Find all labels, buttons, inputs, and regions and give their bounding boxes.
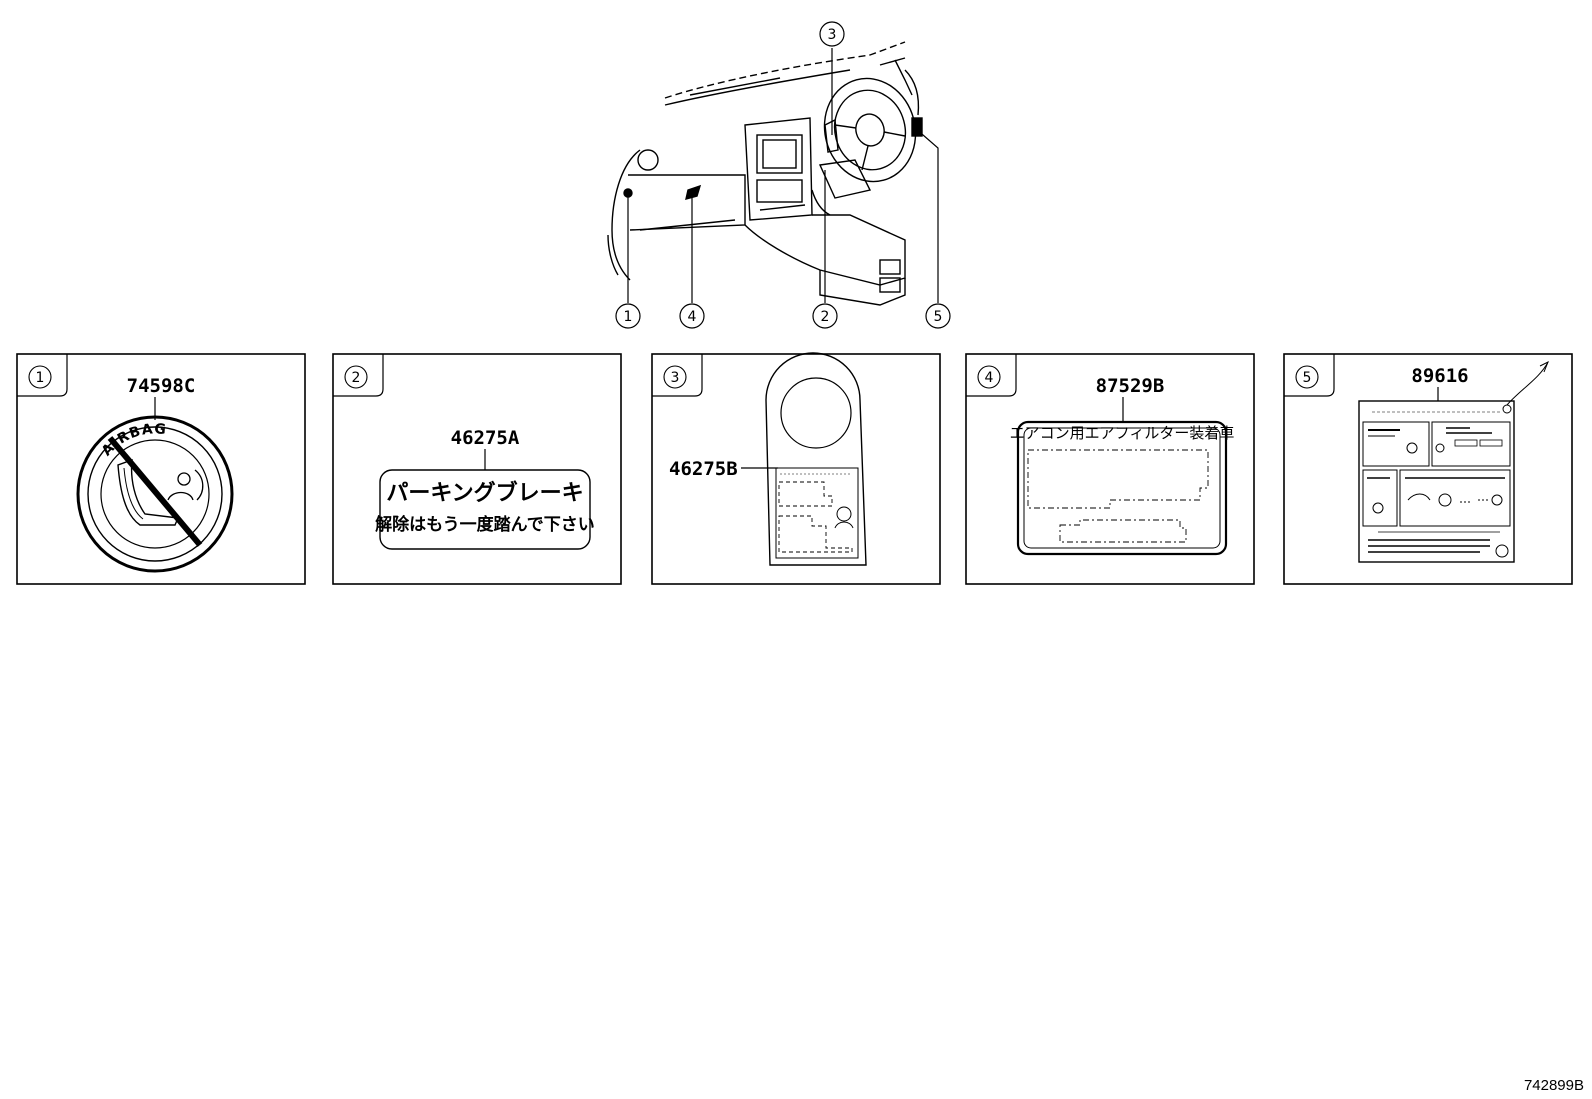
parking-brake-line1: パーキングブレーキ (386, 480, 583, 506)
overview-callout-5: 5 (925, 303, 951, 329)
dashboard-overview-illustration (607, 41, 923, 306)
air-filter-label-text: エアコン用エアフィルター装着車 (1010, 424, 1235, 442)
hang-tag-graphic (765, 352, 867, 566)
overview-callout-4: 4 (679, 303, 705, 329)
panel-3-hang-tag-label: 3 46275B (651, 352, 941, 585)
instruction-sticker-graphic (1358, 360, 1549, 563)
overview-callout-2: 2 (812, 303, 838, 329)
airbag-sticker-graphic (76, 415, 234, 573)
air-filter-sticker-graphic (1016, 420, 1228, 556)
panel-2-parking-brake-label: 2 46275A パーキングブレーキ 解除はもう一度踏んで下さい (332, 353, 622, 585)
diagram-id: 742899B (1524, 1077, 1584, 1094)
parking-brake-sticker (379, 469, 591, 550)
svg-text:1: 1 (624, 309, 633, 325)
svg-text:2: 2 (821, 309, 830, 325)
parking-brake-line2: 解除はもう一度踏んで下さい (375, 514, 595, 535)
overview-callout-1: 1 (615, 303, 641, 329)
panel-3-part-number: 46275B (669, 458, 738, 480)
panel-1-airbag-label: 1 74598C AIRBAG (16, 353, 306, 585)
overview-leader-lines (627, 48, 939, 303)
overview-callout-3: 3 (819, 21, 845, 47)
panel-3-index: 3 (671, 370, 680, 386)
panel-2-part-number: 46275A (451, 427, 520, 449)
panel-5-part-number: 89616 (1411, 365, 1468, 387)
panel-2-index: 2 (352, 370, 361, 386)
svg-text:4: 4 (688, 309, 697, 325)
panel-4-index: 4 (985, 370, 994, 386)
panel-5-index: 5 (1303, 370, 1312, 386)
svg-text:3: 3 (828, 27, 837, 43)
panel-4-air-filter-label: 4 87529B エアコン用エアフィルター装着車 (965, 353, 1255, 585)
panel-5-instruction-label: 5 89616 (1283, 353, 1573, 585)
panel-1-index: 1 (36, 370, 45, 386)
panel-4-part-number: 87529B (1096, 375, 1165, 397)
overview-callouts: 1 4 3 2 5 (615, 21, 951, 329)
panel-1-part-number: 74598C (127, 375, 196, 397)
svg-text:5: 5 (934, 309, 943, 325)
